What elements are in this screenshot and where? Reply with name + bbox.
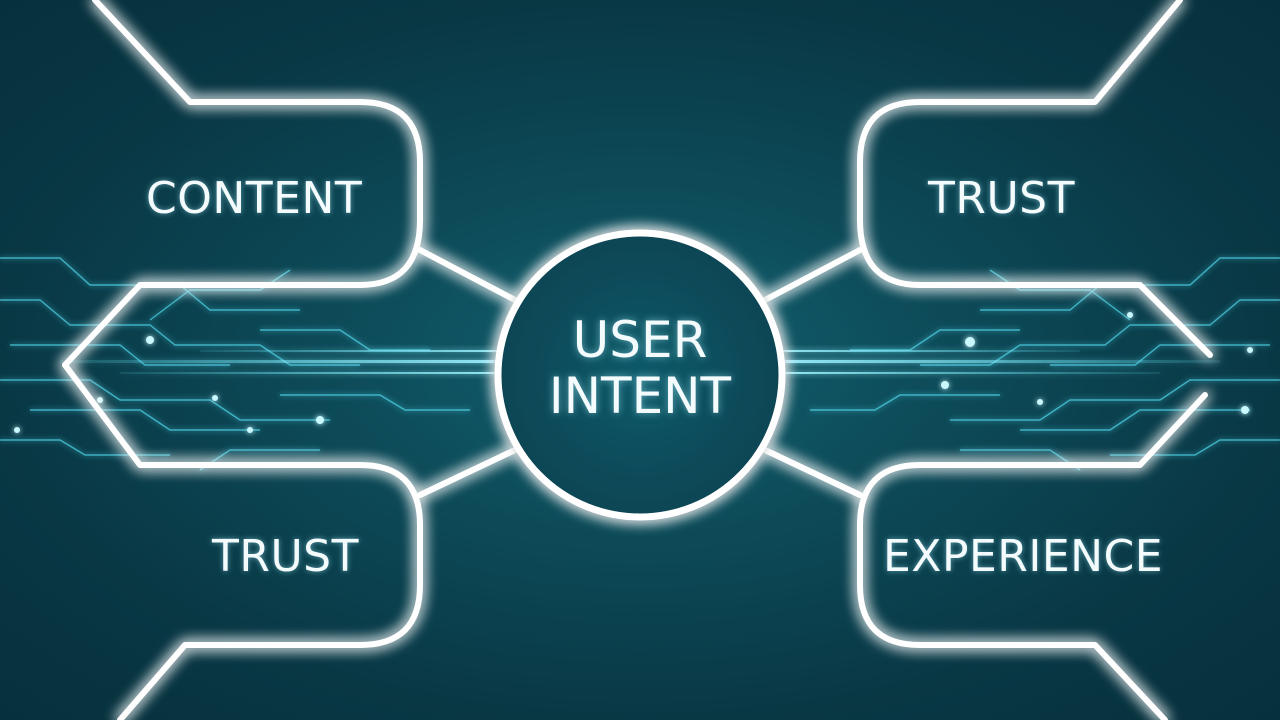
- circuit-traces-right: [810, 257, 1280, 471]
- center-label-line1: USER: [572, 311, 708, 369]
- circuit-traces-left: [0, 257, 470, 471]
- node-label-top-right: TRUST: [928, 173, 1075, 224]
- connector-top-left: [417, 247, 518, 303]
- node-label-bottom-left: TRUST: [212, 531, 359, 582]
- frame-top-left: [62, 0, 423, 368]
- center-label: USER INTENT: [500, 312, 780, 424]
- connector-top-right: [762, 247, 863, 303]
- connector-bottom-right: [762, 447, 863, 498]
- frame-bottom-right: [857, 392, 1208, 720]
- node-frames: [62, 0, 1213, 720]
- node-label-top-left: CONTENT: [146, 173, 363, 224]
- frame-bottom-left: [62, 362, 423, 720]
- connector-bottom-left: [417, 447, 518, 498]
- center-circle: [494, 229, 786, 521]
- light-streams: [60, 350, 1220, 374]
- circuit-dots: [14, 312, 1253, 433]
- frame-top-right: [857, 0, 1213, 358]
- center-label-line2: INTENT: [548, 367, 732, 425]
- node-label-bottom-right: EXPERIENCE: [883, 531, 1164, 582]
